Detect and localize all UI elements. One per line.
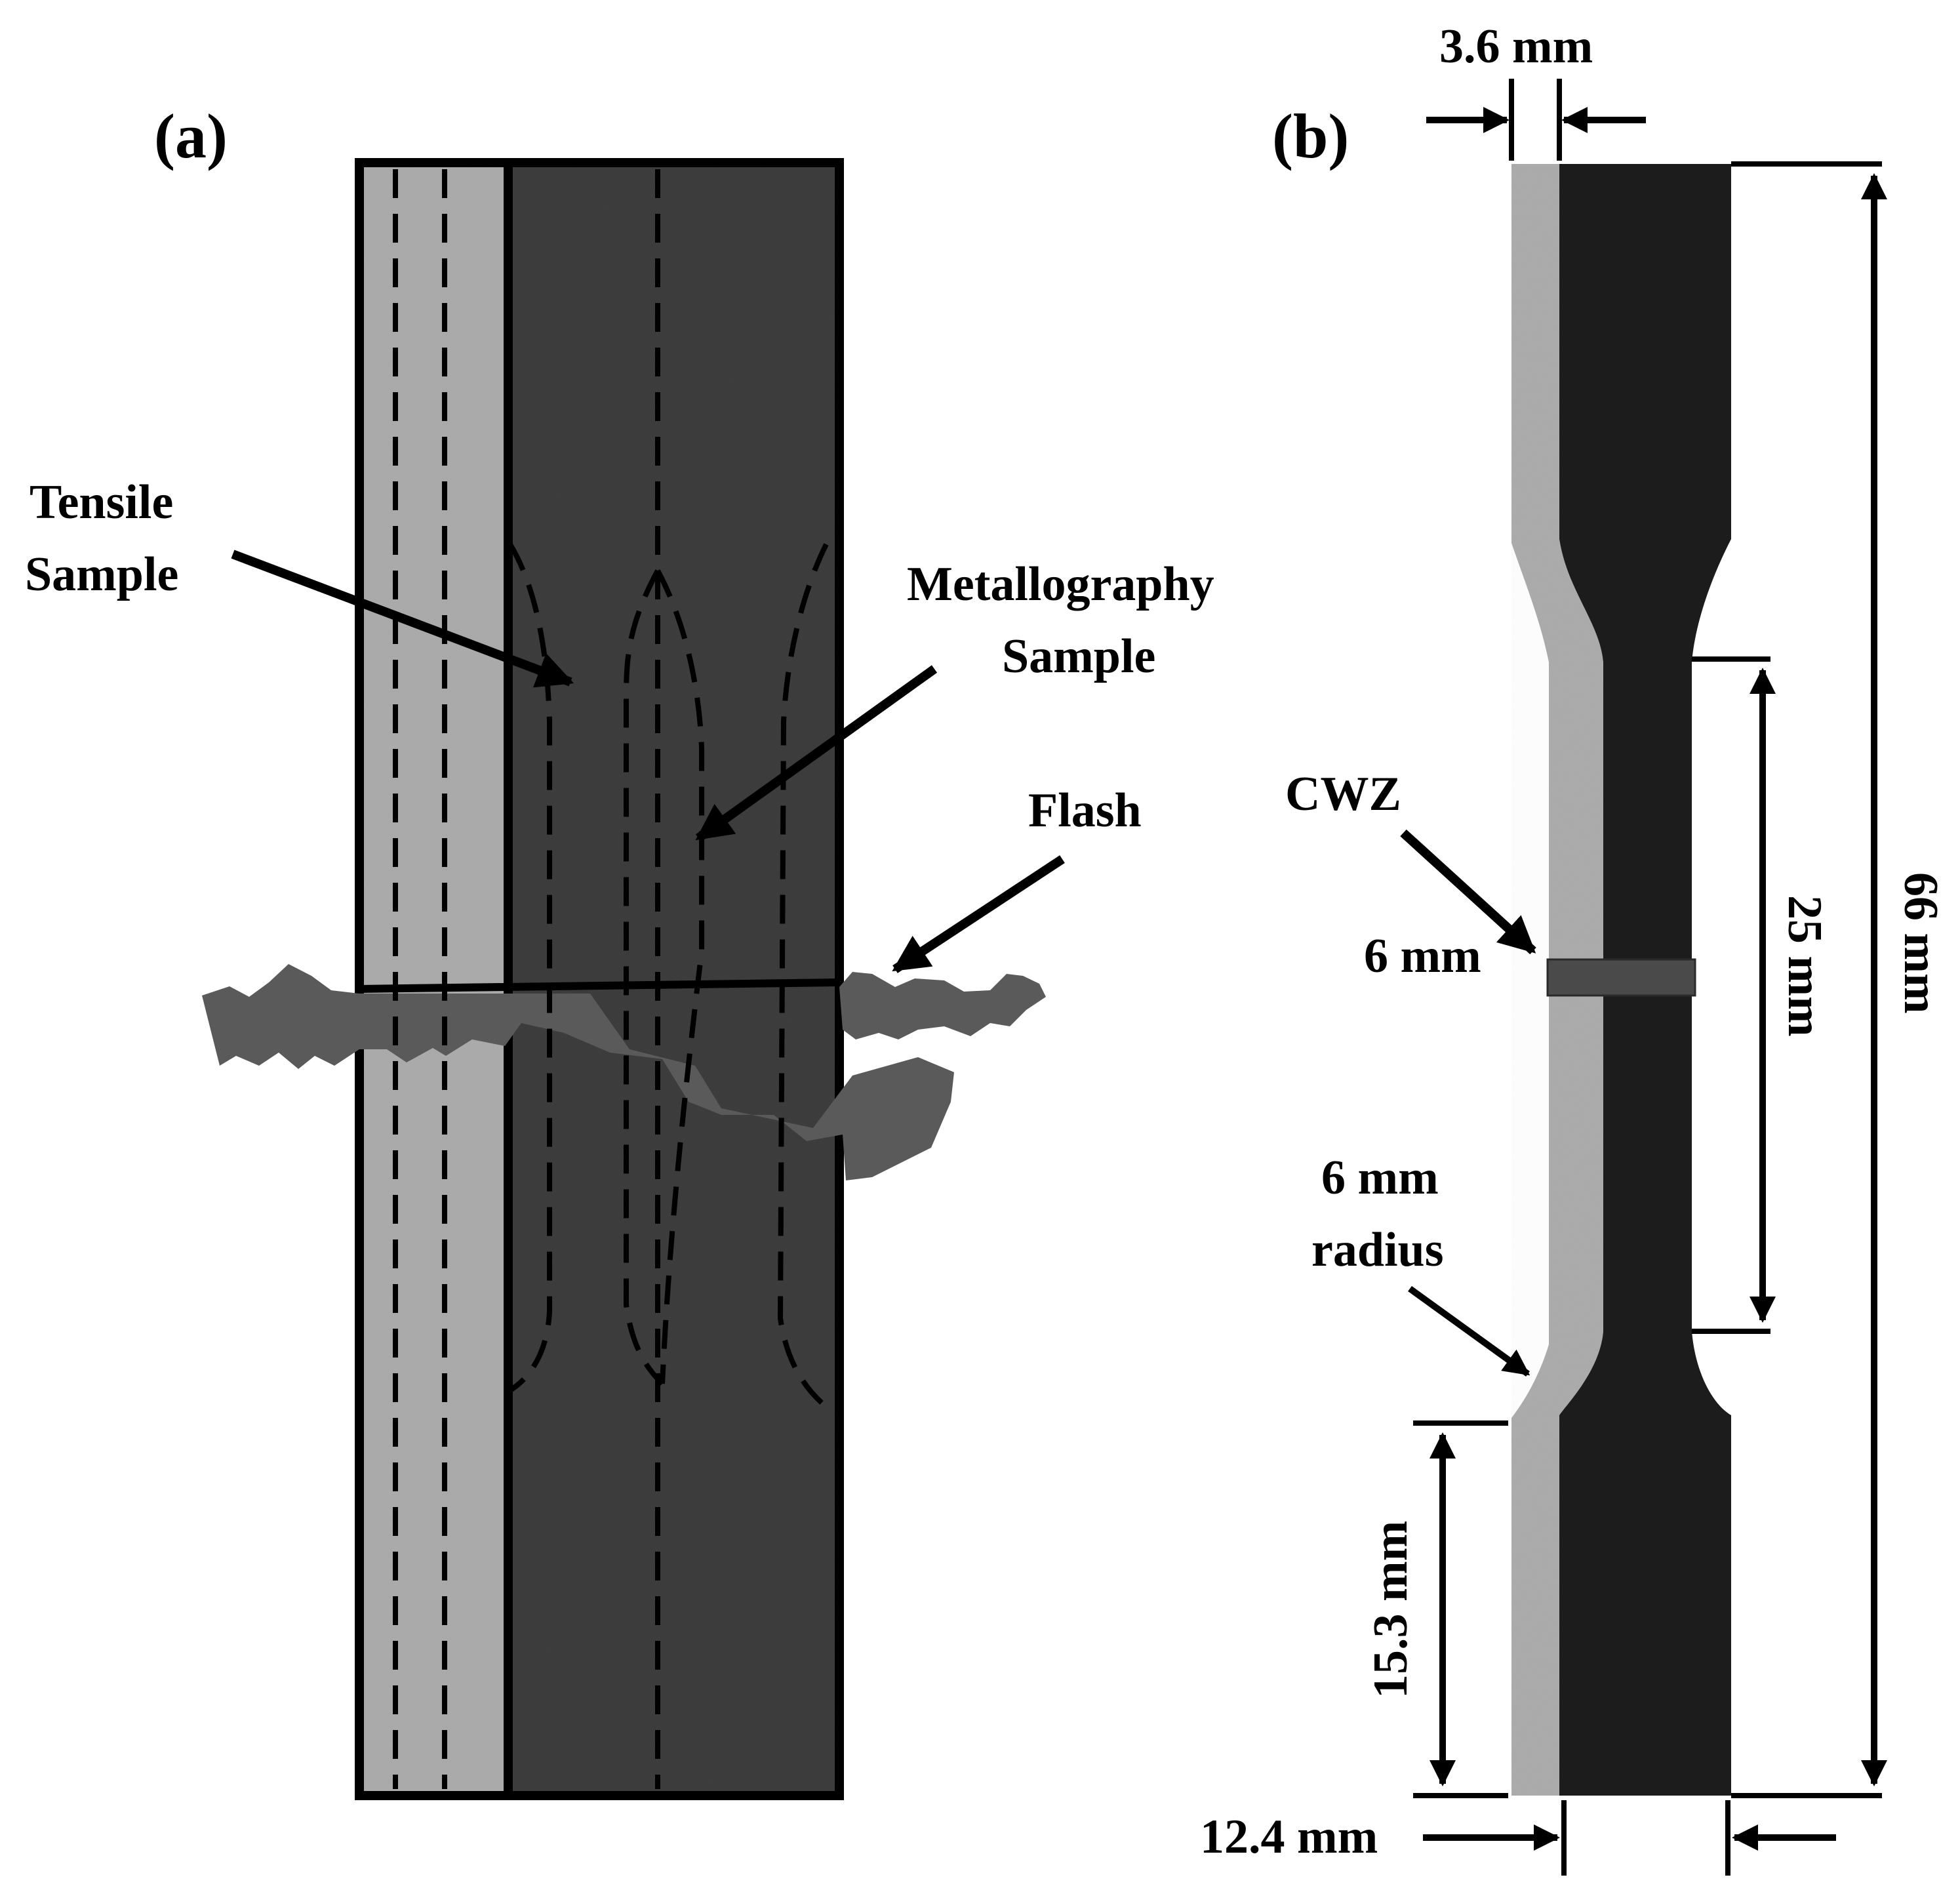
plate-outline [355, 158, 844, 1800]
metallography-sample-label-1: Metallography [907, 557, 1214, 611]
cwz-arrow [1400, 829, 1536, 955]
cwz-label: CWZ [1285, 767, 1401, 821]
thickness-dimension-label: 3.6 mm [1439, 20, 1593, 73]
cwz-width-label: 6 mm [1364, 929, 1481, 983]
fillet-radius-label-2: radius [1311, 1223, 1444, 1277]
metallography-sample-arrow [695, 665, 938, 842]
panel-b-label: (b) [1272, 101, 1349, 171]
cwz-band [1546, 958, 1696, 997]
panel-b: (b) 3.6 mm 66 mm 25 mm CWZ 6 mm 6 mm rad… [1200, 20, 1948, 1876]
gauge-length-label: 25 mm [1778, 895, 1831, 1037]
fillet-radius-label-1: 6 mm [1321, 1151, 1439, 1205]
tensile-sample-label-1: Tensile [30, 475, 173, 529]
cut-lines [393, 169, 829, 1789]
fillet-radius-arrow [1408, 1285, 1530, 1377]
tensile-sample-arrow [231, 550, 574, 688]
metallography-sample-label-2: Sample [1002, 630, 1155, 683]
width-dimension-label: 12.4 mm [1200, 1810, 1378, 1864]
panel-a: (a) Tensile Sample Metallography Sample [25, 101, 1214, 1800]
overall-length-label: 66 mm [1894, 872, 1948, 1014]
flash-label: Flash [1028, 784, 1142, 837]
tensile-sample-label-2: Sample [25, 548, 178, 601]
panel-a-label: (a) [154, 101, 228, 171]
flash-arrow [892, 855, 1065, 973]
flash [202, 964, 954, 1180]
grip-length-label: 15.3 mm [1364, 1521, 1418, 1699]
weld-line [359, 978, 840, 993]
